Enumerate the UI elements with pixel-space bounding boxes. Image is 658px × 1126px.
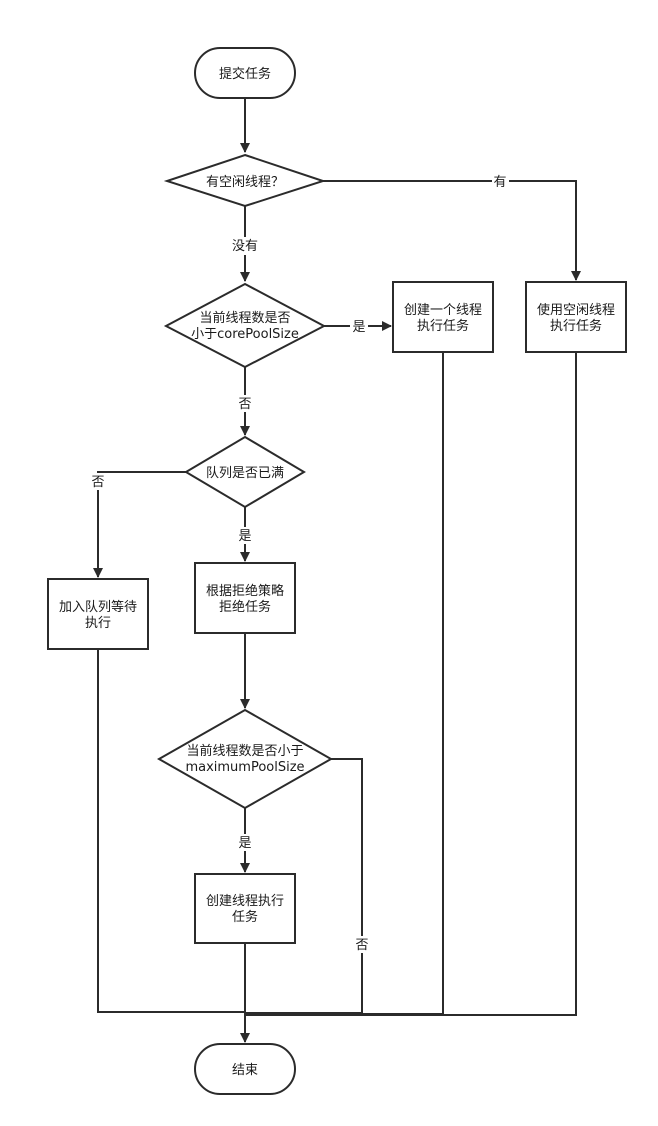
edge-label-core-yes: 是 bbox=[352, 320, 365, 335]
decision-core-pool-text-line2: 小于corePoolSize bbox=[191, 327, 299, 342]
process-enqueue: 加入队列等待 执行 bbox=[47, 578, 149, 650]
edge-label-idle-no: 没有 bbox=[232, 239, 258, 254]
process-reject-text-line2: 拒绝任务 bbox=[219, 599, 271, 615]
end-node: 结束 bbox=[194, 1043, 296, 1095]
edge-queue-no bbox=[93, 471, 189, 578]
process-create-thread: 创建线程执行 任务 bbox=[194, 873, 296, 944]
process-create-thread-text-line2: 任务 bbox=[232, 909, 258, 925]
edge-idle-yes bbox=[323, 180, 581, 281]
start-node: 提交任务 bbox=[194, 47, 296, 99]
process-create-core-thread: 创建一个线程 执行任务 bbox=[392, 281, 494, 353]
edge-label-idle-yes: 有 bbox=[493, 175, 506, 190]
decision-max-pool-text-line1: 当前线程数是否小于 bbox=[186, 743, 303, 759]
decision-core-pool-text-line1: 当前线程数是否 bbox=[199, 310, 290, 326]
decision-queue-full: 队列是否已满 bbox=[184, 435, 306, 509]
process-use-idle-thread: 使用空闲线程 执行任务 bbox=[525, 281, 627, 353]
process-enqueue-text-line1: 加入队列等待 bbox=[59, 599, 137, 615]
edge-label-queue-no: 否 bbox=[91, 475, 104, 490]
edges bbox=[93, 98, 581, 1043]
decision-max-pool-text-line2: maximumPoolSize bbox=[185, 760, 304, 775]
decision-idle-thread-text: 有空闲线程？ bbox=[206, 175, 284, 190]
edge-label-queue-yes: 是 bbox=[238, 529, 251, 544]
edge-labels: 有 没有 是 否 否 是 是 否 bbox=[90, 173, 509, 953]
edge-label-max-yes: 是 bbox=[238, 836, 251, 851]
process-create-core-thread-text-line1: 创建一个线程 bbox=[404, 303, 482, 318]
edge-label-max-no: 否 bbox=[355, 938, 368, 953]
process-enqueue-text-line2: 执行 bbox=[85, 616, 111, 631]
process-create-thread-text-line1: 创建线程执行 bbox=[206, 894, 284, 909]
start-node-text: 提交任务 bbox=[219, 66, 271, 82]
process-reject-text-line1: 根据拒绝策略 bbox=[206, 583, 284, 599]
process-use-idle-thread-text-line2: 执行任务 bbox=[550, 318, 602, 334]
decision-max-pool: 当前线程数是否小于 maximumPoolSize bbox=[156, 708, 334, 810]
decision-idle-thread: 有空闲线程？ bbox=[163, 153, 327, 208]
decision-core-pool: 当前线程数是否 小于corePoolSize bbox=[163, 282, 327, 369]
end-node-text: 结束 bbox=[232, 1063, 258, 1078]
decision-queue-full-text: 队列是否已满 bbox=[206, 466, 284, 481]
edge-use-idle-to-end bbox=[245, 352, 577, 1016]
process-use-idle-thread-text-line1: 使用空闲线程 bbox=[537, 302, 615, 318]
edge-label-core-no: 否 bbox=[238, 397, 251, 412]
process-create-core-thread-text-line2: 执行任务 bbox=[417, 318, 469, 334]
process-reject: 根据拒绝策略 拒绝任务 bbox=[194, 562, 296, 634]
edge-enqueue-to-end bbox=[97, 649, 245, 1013]
